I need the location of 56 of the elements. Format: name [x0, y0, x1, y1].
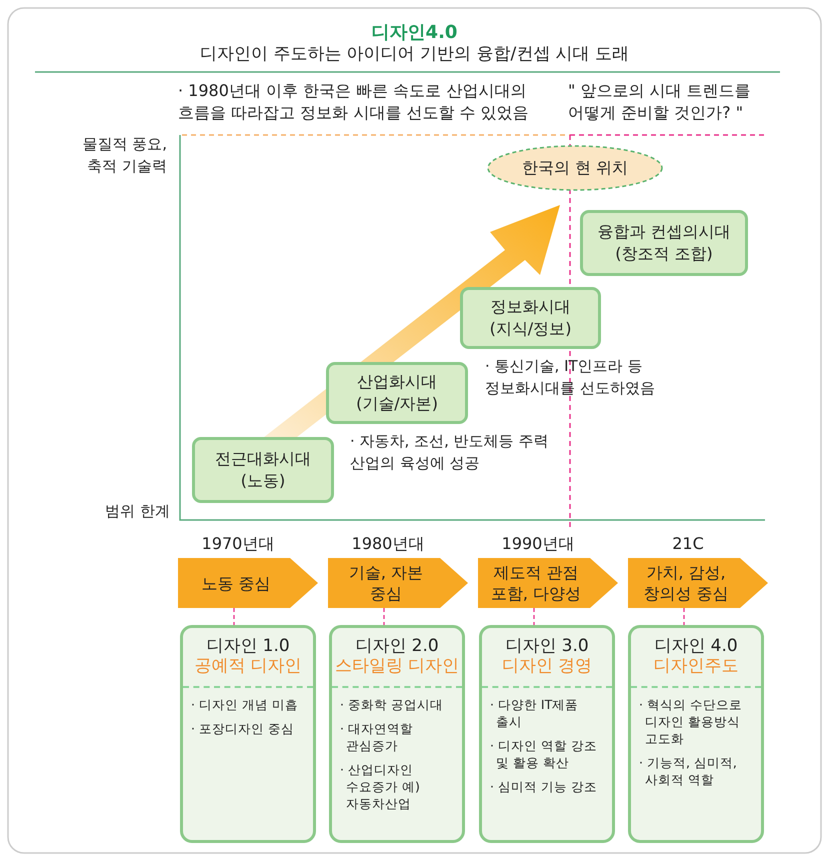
era-name: 산업화시대 (기술/자본): [355, 371, 439, 415]
note-text: · 자동차, 조선, 반도체등 주력 산업의 육성에 성공: [350, 431, 550, 474]
connector-line: [233, 608, 235, 625]
connector-line: [533, 608, 535, 625]
position-text: 한국의 현 위치: [522, 158, 628, 178]
design-stage-card: [329, 625, 465, 843]
bullet-text: · 혁식의 수단으로 디자인 활용방식 고도화: [638, 696, 743, 747]
period-banner: [478, 558, 618, 608]
design-stage-card: [628, 625, 764, 843]
bullet-text: · 심미적 기능 강조: [489, 778, 598, 795]
period-banner: [328, 558, 468, 608]
period-banner: [178, 558, 318, 608]
period-banner: [628, 558, 768, 608]
subtitle: 디자인이 주도하는 아이디어 기반의 융합/컨셉 시대 도래: [198, 43, 630, 66]
era-focus-text: 노동 중심: [200, 572, 272, 594]
axis-label: 물질적 풍요, 축적 기술력: [81, 134, 167, 177]
note-text: · 통신기술, IT인프라 등 정보화시대를 선도하였음: [485, 356, 656, 399]
title: 디자인4.0: [370, 21, 458, 44]
period-label: 1980년대: [350, 533, 426, 555]
bullet-text: · 다양한 IT제품 출시: [489, 696, 580, 730]
stage-subtitle: 공예적 디자인: [183, 656, 313, 688]
bullet-text: · 디자인 역할 강조 및 활용 확산: [489, 737, 598, 771]
era-box: [192, 437, 334, 503]
era-name: 융합과 컨셉의시대 (창조적 조합): [596, 221, 732, 265]
period-label: 1990년대: [500, 533, 576, 555]
bullet-text: · 중화학 공업시대: [339, 696, 444, 713]
design-stage-card: [479, 625, 615, 843]
note-text: · 1980년대 이후 한국은 빠른 속도로 산업시대의 흐름을 따라잡고 정보화 시대를 선도할 수 있었음: [178, 80, 530, 124]
bullet-text: · 기능적, 심미적, 사회적 역할: [638, 754, 738, 788]
axis-label: 범위 한계: [104, 501, 170, 522]
bullet-text: · 디자인 개념 미흡: [190, 696, 299, 713]
connector-line: [383, 608, 385, 625]
era-box: [580, 210, 748, 276]
era-focus-text: 가치, 감성, 창의성 중심: [642, 562, 730, 604]
connector-line: [683, 608, 685, 625]
era-name: 정보화시대 (지식/정보): [488, 296, 572, 340]
period-label: 21C: [671, 533, 705, 555]
period-label: 1970년대: [200, 533, 276, 555]
bullet-text: · 대자연역할 관심증가: [339, 720, 414, 754]
position-ellipse: [487, 145, 663, 191]
stage-title: 디자인 2.0: [354, 636, 440, 656]
stage-title: 디자인 3.0: [504, 636, 590, 656]
era-box: [460, 287, 601, 349]
stage-subtitle: 스타일링 디자인: [332, 656, 462, 688]
bullet-text: · 포장디자인 중심: [190, 720, 295, 737]
stage-title: 디자인 4.0: [653, 636, 739, 656]
stage-subtitle: 디자인주도: [631, 656, 761, 688]
era-focus-text: 제도적 관점 포함, 다양성: [490, 562, 582, 604]
era-focus-text: 기술, 자본 중심: [348, 562, 424, 604]
bullet-text: · 산업디자인 수요증가 예) 자동차산업: [339, 761, 421, 812]
era-box: [326, 362, 468, 424]
stage-title: 디자인 1.0: [205, 636, 291, 656]
design-stage-card: [180, 625, 316, 843]
stage-subtitle: 디자인 경영: [482, 656, 612, 688]
quote-text: " 앞으로의 시대 트렌드를 어떻게 준비할 것인가? ": [568, 80, 752, 124]
era-name: 전근대화시대 (노동): [214, 448, 312, 492]
